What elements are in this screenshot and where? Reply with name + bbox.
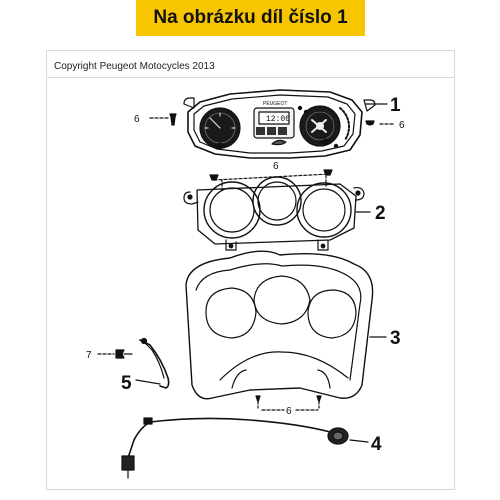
cluster-brand: PEUGEOT (263, 101, 287, 107)
callout-screw-top-right: 6 (399, 120, 405, 131)
callout-part-1: 1 (390, 95, 401, 116)
leader-part4 (349, 439, 369, 443)
screw-part7 (97, 349, 133, 359)
header-banner: Na obrázku díl číslo 1 (136, 0, 365, 36)
callout-part-4: 4 (371, 434, 382, 455)
leader-part5 (135, 379, 161, 385)
header-divider (46, 77, 455, 78)
cluster-display-readout: 12:00 (266, 115, 290, 124)
cable-clip (135, 337, 170, 389)
copyright-text: Copyright Peugeot Motocycles 2013 (54, 61, 215, 72)
banner-title: Na obrázku díl číslo 1 (153, 7, 348, 28)
callout-part-3: 3 (390, 328, 401, 349)
screw-top-left (149, 113, 177, 126)
callout-screw-middle: 6 (273, 161, 279, 172)
diagram-frame (46, 50, 455, 490)
instrument-cluster (183, 89, 376, 159)
callout-screw-bottom: 6 (286, 406, 292, 417)
callout-part-7: 7 (86, 350, 92, 361)
callout-screw-top-left: 6 (134, 114, 140, 125)
callout-part-5: 5 (121, 373, 132, 394)
screw-bottom (255, 395, 322, 411)
gauge-bracket (183, 169, 365, 251)
inner-cover (185, 250, 374, 400)
cable-harness (121, 417, 349, 479)
callout-part-2: 2 (375, 203, 386, 224)
screw-top-right (365, 120, 395, 126)
